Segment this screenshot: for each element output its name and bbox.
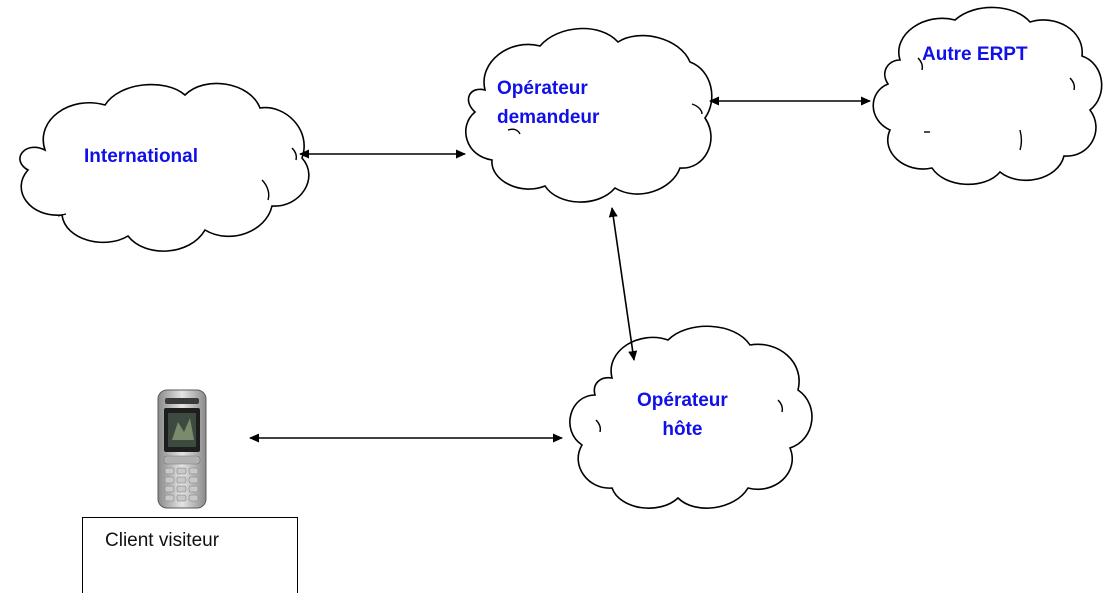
cloud-international xyxy=(19,82,310,252)
cloud-operateur-hote xyxy=(569,325,813,509)
label-international: International xyxy=(84,142,198,171)
label-autre-erpt-text: Autre ERPT xyxy=(922,44,1028,65)
label-autre-erpt: Autre ERPT xyxy=(922,40,1028,69)
label-operateur-hote-line1: Opérateur xyxy=(637,390,728,411)
label-operateur-demandeur-line1: Opérateur xyxy=(497,78,588,99)
label-operateur-hote-line2: hôte xyxy=(662,419,703,441)
label-international-text: International xyxy=(84,146,199,167)
cloud-autre-erpt xyxy=(872,6,1103,186)
label-operateur-demandeur-line2: demandeur xyxy=(497,107,600,129)
client-visiteur-box: Client visiteur xyxy=(82,517,298,593)
label-operateur-hote: Opérateur hôte xyxy=(637,386,728,445)
cloud-operateur-demandeur xyxy=(465,27,713,203)
label-operateur-demandeur: Opérateur demandeur xyxy=(497,74,599,133)
mobile-phone-icon xyxy=(157,389,207,509)
edge-operateur-demandeur-operateur-hote xyxy=(608,207,638,361)
client-visiteur-label: Client visiteur xyxy=(105,530,220,551)
